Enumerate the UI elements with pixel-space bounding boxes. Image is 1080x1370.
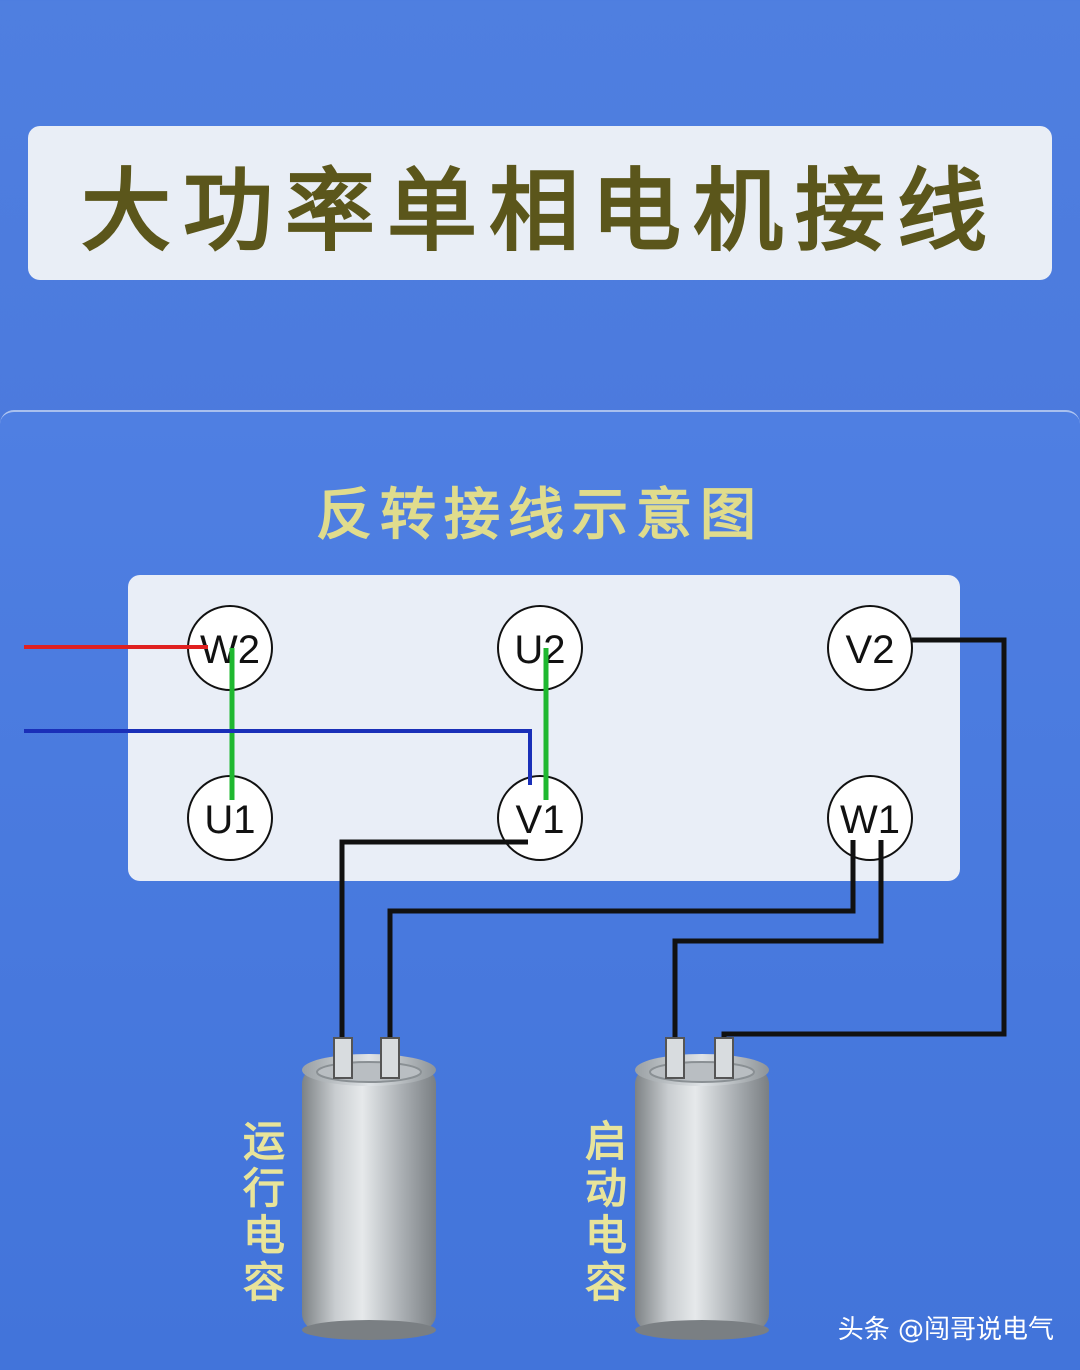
terminal-label-u2: U2 — [514, 628, 565, 672]
terminal-label-u1: U1 — [204, 798, 255, 842]
run-capacitor-label: 运 行 电 容 — [243, 1117, 285, 1307]
run-label-char: 容 — [243, 1258, 285, 1307]
terminal-v1: V1 — [497, 775, 583, 861]
start-capacitor — [635, 1037, 769, 1340]
page-title: 大功率单相电机接线 — [81, 159, 999, 264]
start-label-char: 电 — [585, 1211, 627, 1260]
start-capacitor-label: 启 动 电 容 — [585, 1117, 627, 1307]
start-label-char: 容 — [585, 1258, 627, 1307]
run-label-char: 行 — [243, 1164, 285, 1213]
terminal-w1: W1 — [827, 775, 913, 861]
start-label-char: 动 — [585, 1164, 627, 1213]
start-label-char: 启 — [585, 1117, 627, 1166]
title-banner: 大功率单相电机接线 — [28, 126, 1052, 280]
watermark: 头条 @闯哥说电气 — [837, 1315, 1054, 1345]
terminal-label-v1: V1 — [516, 798, 565, 842]
terminal-u1: U1 — [187, 775, 273, 861]
terminal-v2: V2 — [827, 605, 913, 691]
run-capacitor — [302, 1037, 436, 1340]
diagram-subtitle: 反转接线示意图 — [316, 483, 764, 548]
neutral-wire — [24, 729, 532, 785]
run-label-char: 运 — [243, 1117, 285, 1166]
terminal-label-w1: W1 — [840, 798, 900, 842]
lead-w1-start-cap — [672, 840, 884, 1045]
diagram-panel — [0, 410, 1080, 1370]
lead-w1-run-cap — [387, 840, 856, 1045]
lead-v1-run-cap — [339, 839, 528, 1045]
terminal-u2: U2 — [497, 605, 583, 691]
terminal-label-v2: V2 — [846, 628, 895, 672]
run-label-char: 电 — [243, 1211, 285, 1260]
